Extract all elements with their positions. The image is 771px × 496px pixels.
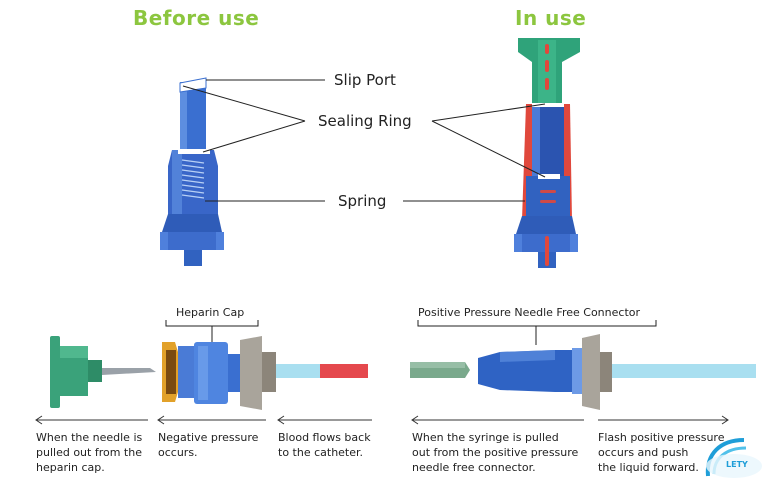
before-spring bbox=[181, 159, 205, 199]
in-use-device bbox=[514, 38, 580, 268]
tube-clear bbox=[276, 364, 320, 378]
before-sealing-ring bbox=[178, 149, 210, 154]
direction-arrows bbox=[35, 415, 729, 425]
sealing-ring-label: Sealing Ring bbox=[318, 112, 412, 130]
hub-clamp bbox=[240, 336, 262, 410]
heparin-cap-assembly bbox=[50, 320, 368, 410]
logo-text: LETY bbox=[726, 460, 748, 469]
callout-lines bbox=[182, 79, 546, 202]
before-slip-port bbox=[179, 77, 207, 93]
before-use-heading: Before use bbox=[133, 6, 260, 30]
before-use-device bbox=[160, 77, 224, 266]
positive-connector-label: Positive Pressure Needle Free Connector bbox=[418, 306, 641, 319]
positive-connector-assembly bbox=[410, 320, 756, 410]
connector-tube bbox=[612, 364, 756, 378]
needle bbox=[102, 368, 156, 375]
slip-port-label: Slip Port bbox=[334, 71, 396, 89]
heparin-cap-label: Heparin Cap bbox=[176, 306, 245, 319]
in-use-heading: In use bbox=[515, 6, 587, 30]
needle-hub bbox=[50, 336, 60, 408]
lety-logo bbox=[705, 438, 762, 478]
tube-blood bbox=[320, 364, 368, 378]
syringe-red-flow bbox=[545, 44, 549, 90]
in-use-sealing-ring bbox=[538, 174, 560, 179]
spring-label: Spring bbox=[338, 192, 387, 210]
in-use-sealing-ring-top bbox=[532, 103, 564, 107]
connector-clamp bbox=[582, 334, 600, 410]
